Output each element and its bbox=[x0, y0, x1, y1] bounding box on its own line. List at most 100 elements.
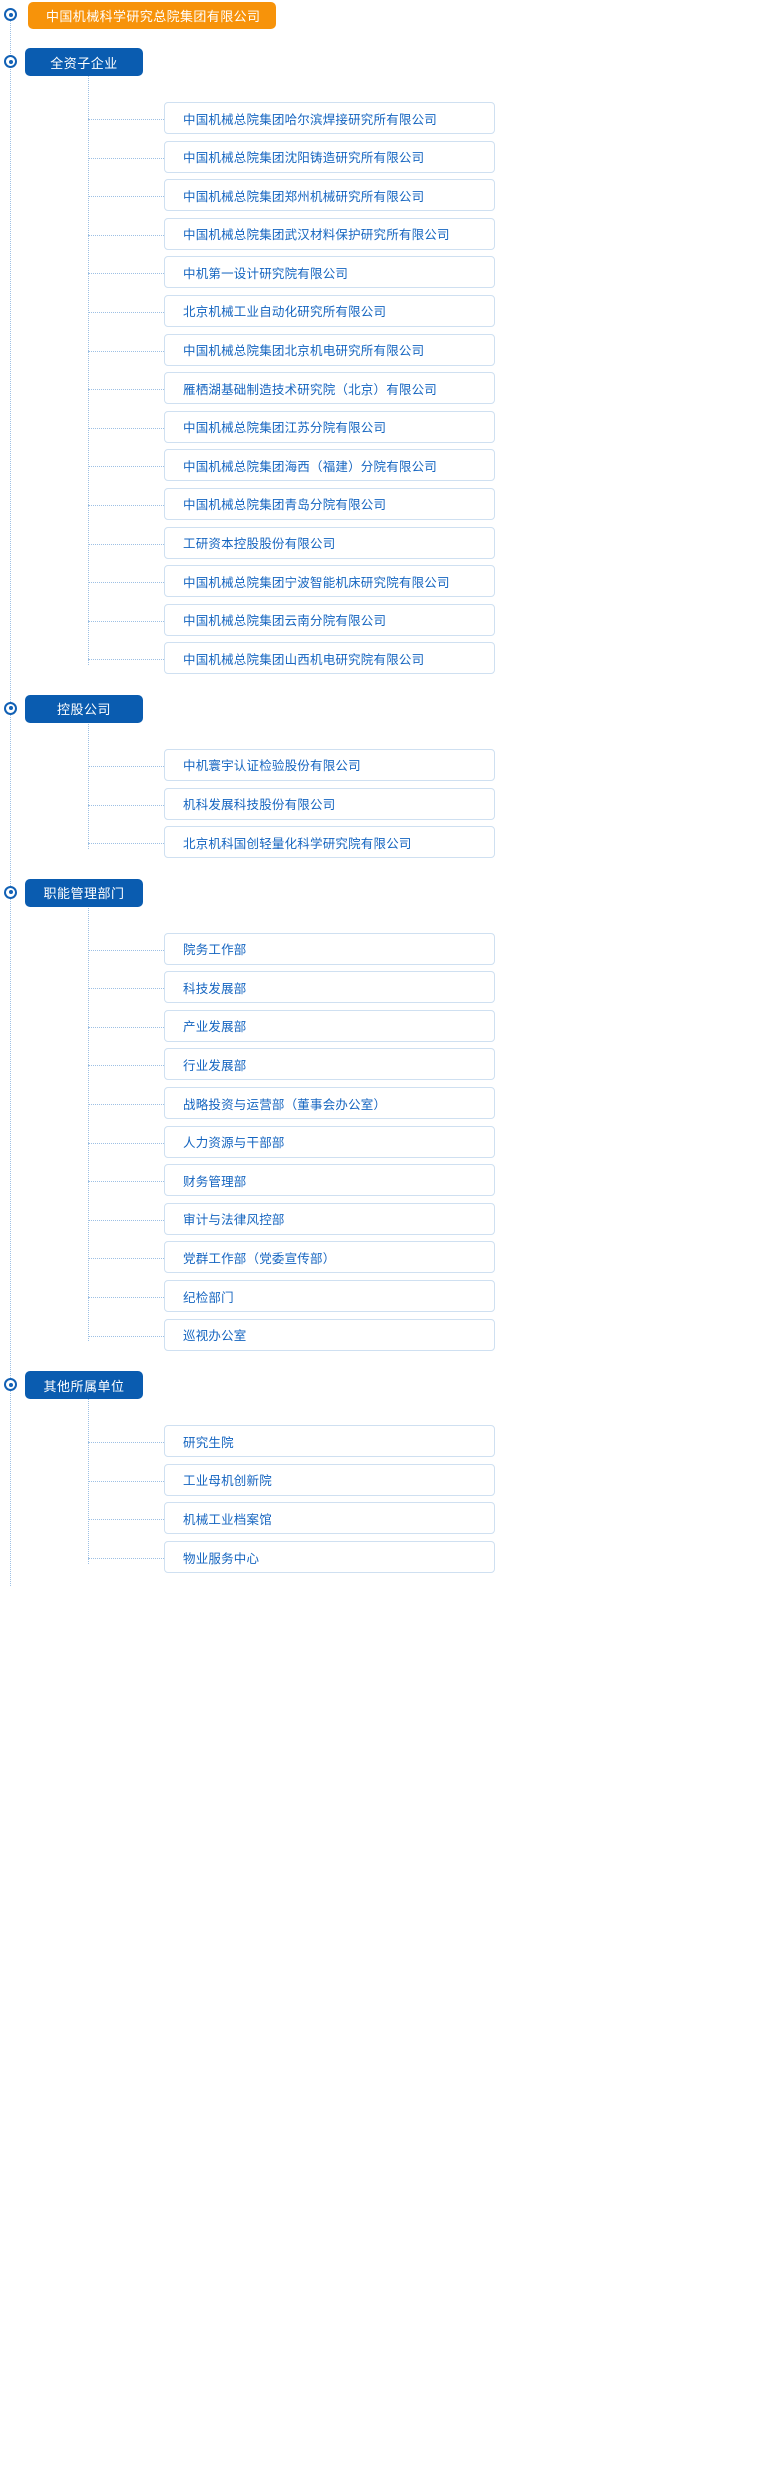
group-header: 职能管理部门 bbox=[0, 871, 779, 917]
org-unit-node[interactable]: 中国机械总院集团云南分院有限公司 bbox=[164, 603, 495, 636]
org-unit-node[interactable]: 战略投资与运营部（董事会办公室） bbox=[164, 1087, 495, 1120]
org-unit-node[interactable]: 工业母机创新院 bbox=[164, 1463, 495, 1496]
org-unit-node[interactable]: 财务管理部 bbox=[164, 1164, 495, 1197]
leaf-row: 中国机械总院集团郑州机械研究所有限公司 bbox=[0, 177, 779, 216]
leaf-row: 产业发展部 bbox=[0, 1008, 779, 1047]
leaf-row: 中国机械总院集团武汉材料保护研究所有限公司 bbox=[0, 216, 779, 255]
org-unit-node[interactable]: 中国机械总院集团山西机电研究院有限公司 bbox=[164, 642, 495, 675]
leaf-row: 北京机科国创轻量化科学研究院有限公司 bbox=[0, 824, 779, 863]
child-connector-spine bbox=[88, 1395, 89, 1564]
group-children: 中国机械总院集团哈尔滨焊接研究所有限公司中国机械总院集团沈阳铸造研究所有限公司中… bbox=[0, 72, 779, 687]
org-unit-node[interactable]: 党群工作部（党委宣传部） bbox=[164, 1241, 495, 1274]
org-group: 其他所属单位研究生院工业母机创新院机械工业档案馆物业服务中心 bbox=[0, 1363, 779, 1585]
org-unit-node[interactable]: 中国机械总院集团武汉材料保护研究所有限公司 bbox=[164, 217, 495, 250]
spacer bbox=[0, 733, 779, 747]
org-unit-node[interactable]: 行业发展部 bbox=[164, 1048, 495, 1081]
org-unit-node[interactable]: 巡视办公室 bbox=[164, 1318, 495, 1351]
group-target-dot-icon bbox=[4, 885, 17, 899]
org-unit-node[interactable]: 北京机械工业自动化研究所有限公司 bbox=[164, 294, 495, 327]
group-header: 其他所属单位 bbox=[0, 1363, 779, 1409]
group-header: 全资子企业 bbox=[0, 40, 779, 86]
leaf-row: 中国机械总院集团宁波智能机床研究院有限公司 bbox=[0, 563, 779, 602]
org-chart: 中国机械科学研究总院集团有限公司 全资子企业中国机械总院集团哈尔滨焊接研究所有限… bbox=[0, 0, 779, 1586]
org-unit-node[interactable]: 人力资源与干部部 bbox=[164, 1125, 495, 1158]
child-connector-spine bbox=[88, 902, 89, 1342]
leaf-row: 党群工作部（党委宣传部） bbox=[0, 1239, 779, 1278]
org-group: 控股公司中机寰宇认证检验股份有限公司机科发展科技股份有限公司北京机科国创轻量化科… bbox=[0, 687, 779, 871]
org-unit-node[interactable]: 机械工业档案馆 bbox=[164, 1502, 495, 1535]
group-target-dot-icon bbox=[4, 1378, 17, 1392]
leaf-row: 北京机械工业自动化研究所有限公司 bbox=[0, 293, 779, 332]
group-label-2[interactable]: 控股公司 bbox=[25, 694, 143, 723]
org-unit-node[interactable]: 中国机械总院集团宁波智能机床研究院有限公司 bbox=[164, 565, 495, 598]
leaf-row: 中国机械总院集团沈阳铸造研究所有限公司 bbox=[0, 139, 779, 178]
leaf-row: 财务管理部 bbox=[0, 1162, 779, 1201]
org-group: 职能管理部门院务工作部科技发展部产业发展部行业发展部战略投资与运营部（董事会办公… bbox=[0, 871, 779, 1364]
leaf-row: 中机第一设计研究院有限公司 bbox=[0, 254, 779, 293]
org-unit-node[interactable]: 中国机械总院集团郑州机械研究所有限公司 bbox=[164, 179, 495, 212]
org-unit-node[interactable]: 研究生院 bbox=[164, 1425, 495, 1458]
org-unit-node[interactable]: 雁栖湖基础制造技术研究院（北京）有限公司 bbox=[164, 372, 495, 405]
root-node[interactable]: 中国机械科学研究总院集团有限公司 bbox=[28, 2, 277, 29]
leaf-row: 工研资本控股股份有限公司 bbox=[0, 525, 779, 564]
leaf-row: 行业发展部 bbox=[0, 1046, 779, 1085]
child-connector-spine bbox=[88, 718, 89, 849]
group-label-1[interactable]: 全资子企业 bbox=[25, 48, 143, 76]
group-children: 中机寰宇认证检验股份有限公司机科发展科技股份有限公司北京机科国创轻量化科学研究院… bbox=[0, 718, 779, 871]
org-unit-node[interactable]: 中国机械总院集团沈阳铸造研究所有限公司 bbox=[164, 140, 495, 173]
leaf-row: 中国机械总院集团青岛分院有限公司 bbox=[0, 486, 779, 525]
org-unit-node[interactable]: 中国机械总院集团哈尔滨焊接研究所有限公司 bbox=[164, 102, 495, 134]
group-target-dot-icon bbox=[4, 55, 17, 68]
org-unit-node[interactable]: 中机寰宇认证检验股份有限公司 bbox=[164, 748, 495, 781]
leaf-row: 纪检部门 bbox=[0, 1278, 779, 1317]
group-list: 全资子企业中国机械总院集团哈尔滨焊接研究所有限公司中国机械总院集团沈阳铸造研究所… bbox=[0, 40, 779, 1586]
org-unit-node[interactable]: 工研资本控股股份有限公司 bbox=[164, 526, 495, 559]
org-unit-node[interactable]: 产业发展部 bbox=[164, 1009, 495, 1042]
org-unit-node[interactable]: 中国机械总院集团青岛分院有限公司 bbox=[164, 487, 495, 520]
leaf-row: 中机寰宇认证检验股份有限公司 bbox=[0, 747, 779, 786]
leaf-row: 审计与法律风控部 bbox=[0, 1201, 779, 1240]
group-children: 研究生院工业母机创新院机械工业档案馆物业服务中心 bbox=[0, 1395, 779, 1585]
leaf-row: 人力资源与干部部 bbox=[0, 1124, 779, 1163]
group-header: 控股公司 bbox=[0, 687, 779, 733]
leaf-row: 中国机械总院集团海西（福建）分院有限公司 bbox=[0, 447, 779, 486]
group-children: 院务工作部科技发展部产业发展部行业发展部战略投资与运营部（董事会办公室） 人力资源… bbox=[0, 902, 779, 1364]
group-label-3[interactable]: 职能管理部门 bbox=[25, 878, 143, 907]
leaf-row: 工业母机创新院 bbox=[0, 1462, 779, 1501]
org-unit-node[interactable]: 北京机科国创轻量化科学研究院有限公司 bbox=[164, 826, 495, 859]
org-group: 全资子企业中国机械总院集团哈尔滨焊接研究所有限公司中国机械总院集团沈阳铸造研究所… bbox=[0, 40, 779, 687]
org-unit-node[interactable]: 院务工作部 bbox=[164, 932, 495, 965]
org-unit-node[interactable]: 中国机械总院集团海西（福建）分院有限公司 bbox=[164, 449, 495, 482]
leaf-row: 中国机械总院集团北京机电研究所有限公司 bbox=[0, 332, 779, 371]
leaf-row: 科技发展部 bbox=[0, 969, 779, 1008]
leaf-row: 研究生院 bbox=[0, 1423, 779, 1462]
child-connector-spine bbox=[88, 72, 89, 665]
leaf-row: 机械工业档案馆 bbox=[0, 1500, 779, 1539]
org-unit-node[interactable]: 纪检部门 bbox=[164, 1280, 495, 1313]
org-unit-node[interactable]: 中机第一设计研究院有限公司 bbox=[164, 256, 495, 289]
main-connector-spine bbox=[10, 16, 11, 1586]
leaf-row: 中国机械总院集团哈尔滨焊接研究所有限公司 bbox=[0, 100, 779, 139]
leaf-row: 战略投资与运营部（董事会办公室） bbox=[0, 1085, 779, 1124]
org-unit-node[interactable]: 物业服务中心 bbox=[164, 1541, 495, 1573]
leaf-row: 雁栖湖基础制造技术研究院（北京）有限公司 bbox=[0, 370, 779, 409]
spacer bbox=[0, 917, 779, 931]
org-unit-node[interactable]: 中国机械总院集团北京机电研究所有限公司 bbox=[164, 333, 495, 366]
org-unit-node[interactable]: 科技发展部 bbox=[164, 971, 495, 1004]
spacer bbox=[0, 86, 779, 100]
leaf-row: 中国机械总院集团江苏分院有限公司 bbox=[0, 409, 779, 448]
leaf-row: 院务工作部 bbox=[0, 931, 779, 970]
leaf-row: 巡视办公室 bbox=[0, 1317, 779, 1356]
group-target-dot-icon bbox=[4, 701, 17, 715]
root-node-row: 中国机械科学研究总院集团有限公司 bbox=[0, 0, 779, 40]
org-unit-node[interactable]: 中国机械总院集团江苏分院有限公司 bbox=[164, 410, 495, 443]
leaf-row: 机科发展科技股份有限公司 bbox=[0, 786, 779, 825]
root-target-dot-icon bbox=[4, 8, 17, 21]
spacer bbox=[0, 1409, 779, 1423]
leaf-row: 物业服务中心 bbox=[0, 1539, 779, 1578]
org-unit-node[interactable]: 审计与法律风控部 bbox=[164, 1202, 495, 1235]
leaf-row: 中国机械总院集团山西机电研究院有限公司 bbox=[0, 640, 779, 679]
group-label-4[interactable]: 其他所属单位 bbox=[25, 1371, 143, 1400]
leaf-row: 中国机械总院集团云南分院有限公司 bbox=[0, 602, 779, 641]
org-unit-node[interactable]: 机科发展科技股份有限公司 bbox=[164, 787, 495, 820]
